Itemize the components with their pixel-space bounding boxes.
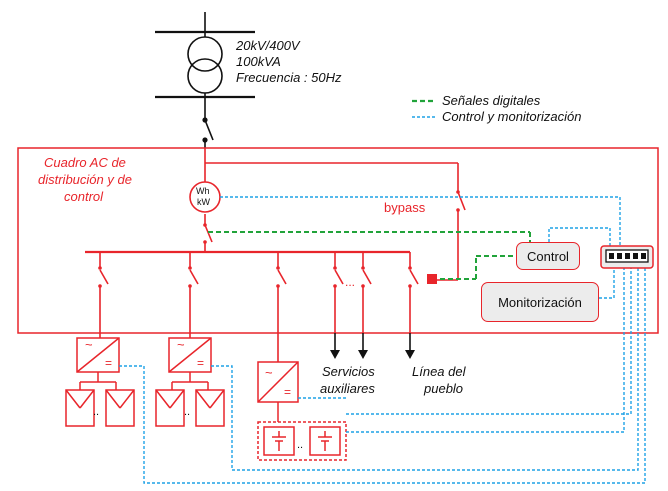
transformer-voltage-label: 20kV/400V [236,38,300,53]
battery-ellipsis: .. [297,439,304,451]
legend-monitoring-label: Control y monitorización [442,109,582,124]
inverter2-ac-symbol: ~ [177,337,185,352]
monitoring-box-label: Monitorización [498,294,582,310]
pv2-ellipsis: .. [184,406,191,418]
inverter1-ac-symbol: ~ [85,337,93,352]
control-box-label: Control [527,248,569,264]
digital-signal-lines [208,231,531,280]
meter-label-kw: kW [197,197,210,207]
pv1-ellipsis: .. [93,406,100,418]
panel-border [17,147,659,334]
panel-title-line3: control [64,189,104,204]
grid-transformer [155,12,255,148]
battery-bank [257,421,347,461]
bypass-label: bypass [384,200,426,215]
aux-services-line2: auxiliares [320,381,375,396]
battery-converter-dc-symbol: = [284,385,292,399]
aux-services-line1: Servicios [322,364,375,379]
communication-hub-icon [600,245,654,269]
panel-title-line2: distribución y de [38,172,132,187]
inverter2-dc-symbol: = [197,356,205,370]
inverter-pv-2 [155,337,225,427]
panel-title-line1: Cuadro AC de [44,155,126,170]
town-line-line2: pueblo [424,381,464,396]
feeder-ellipsis: ... [345,275,356,289]
transformer-frequency-label: Frecuencia : 50Hz [236,70,342,85]
legend-digital-label: Señales digitales [442,93,541,108]
battery-converter-ac-symbol: ~ [265,365,273,380]
inverter-pv-1 [65,337,135,427]
power-wiring [85,148,466,362]
relay-contact [427,274,437,284]
meter-label-wh: Wh [196,186,210,196]
town-line-line1: Línea del [412,364,466,379]
transformer-power-label: 100kVA [236,54,281,69]
battery-converter [257,361,299,422]
inverter1-dc-symbol: = [105,356,113,370]
monitoring-box[interactable]: Monitorización [481,282,599,322]
switch-pivots [98,190,460,288]
control-box[interactable]: Control [516,242,580,270]
monitoring-lines [119,196,646,484]
feeder-arrows [330,333,415,359]
